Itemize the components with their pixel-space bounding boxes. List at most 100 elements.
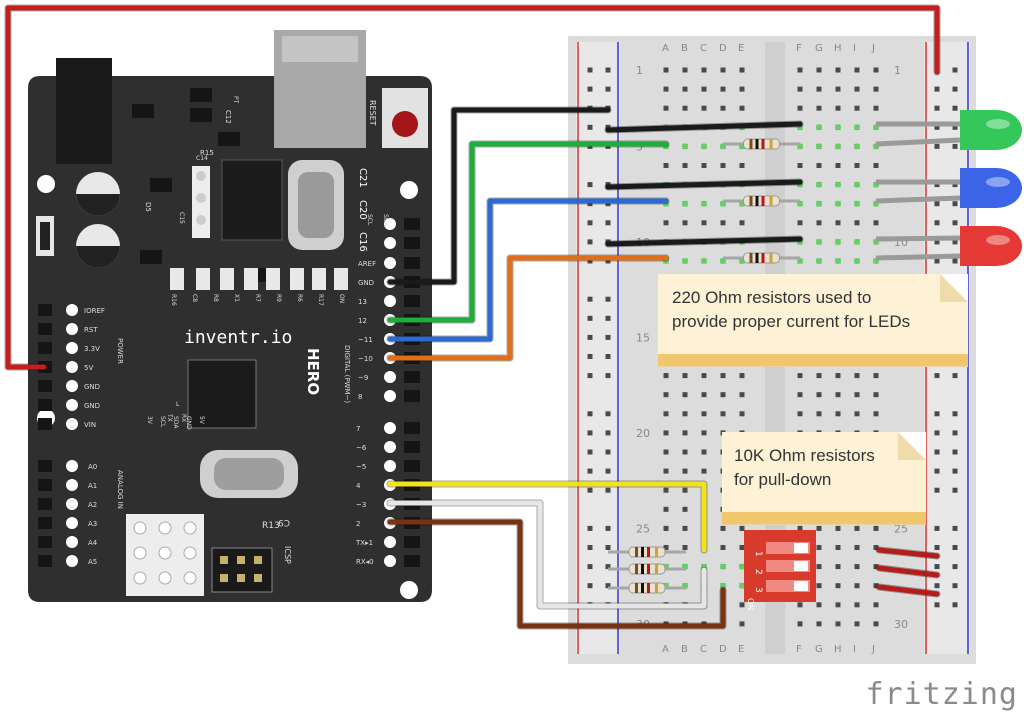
- breadboard-hole: [797, 411, 803, 417]
- breadboard-hole: [835, 564, 841, 570]
- rail-hole: [952, 449, 958, 455]
- breadboard-hole: [797, 602, 803, 608]
- wire-5v-red: [5, 5, 940, 370]
- rail-hole: [952, 373, 958, 379]
- dip-switch-on-label: ON: [746, 598, 755, 610]
- breadboard-hole: [663, 392, 669, 398]
- breadboard-hole: [835, 602, 841, 608]
- capacitor-2-mark: [76, 246, 120, 268]
- analog-header-label: ANALOG IN: [116, 470, 124, 509]
- component-label: ON: [338, 294, 345, 303]
- rail-hole: [934, 449, 940, 455]
- breadboard-hole: [739, 67, 745, 73]
- rail-hole: [934, 239, 940, 245]
- rail-hole: [934, 258, 940, 264]
- header-pad: [158, 571, 172, 585]
- rail-hole: [934, 468, 940, 474]
- breadboard-hole: [682, 67, 688, 73]
- rail-hole: [934, 525, 940, 531]
- dip-switch-label: 2: [753, 569, 763, 575]
- rail-hole: [587, 220, 593, 226]
- digital-pin-label: TX▸1: [355, 539, 373, 547]
- bottom-ref-label: 3V: [146, 416, 153, 425]
- breadboard-hole: [816, 411, 822, 417]
- header-pad: [158, 521, 172, 535]
- breadboard-hole: [854, 602, 860, 608]
- digital-pin-label: 2: [356, 520, 360, 528]
- component-label: C14: [196, 155, 208, 162]
- power-pin-label: GND: [84, 383, 100, 391]
- breadboard-hole: [873, 373, 879, 379]
- wire-pin2-white: [387, 500, 707, 609]
- row-number-right: 25: [894, 522, 908, 535]
- header-pad: [183, 521, 197, 535]
- left-power-rail: [576, 42, 620, 654]
- breadboard-hole: [854, 411, 860, 417]
- breadboard-hole: [797, 621, 803, 627]
- rail-hole: [605, 487, 611, 493]
- rail-hole: [605, 354, 611, 359]
- column-label-top: E: [738, 43, 744, 54]
- resistor-10k-1-band: [635, 547, 638, 557]
- mount-hole-1: [37, 175, 55, 193]
- component-label: C15: [178, 212, 185, 224]
- icsp-header: [211, 547, 273, 593]
- fritzing-watermark: fritzing: [865, 677, 1018, 712]
- brand-label: inventr.io: [184, 327, 292, 348]
- smd-resistor: [266, 268, 280, 290]
- dip-switch-toggle: [794, 543, 808, 553]
- analog-pin-socket: [38, 555, 52, 567]
- rail-hole: [605, 86, 611, 92]
- breadboard-hole: [797, 163, 803, 168]
- breadboard-hole: [701, 105, 707, 111]
- smd-part: [218, 132, 240, 146]
- rail-hole: [587, 239, 593, 245]
- rail-hole: [934, 564, 940, 570]
- digital-pin-label: ~10: [358, 355, 373, 363]
- resistor-10k-1-band: [647, 547, 650, 557]
- digital-pin-label: ~3: [356, 501, 366, 509]
- header-pad: [133, 546, 147, 560]
- rail-hole: [605, 334, 611, 340]
- analog-pin-socket: [38, 498, 52, 510]
- digital-pin-pad: [384, 422, 396, 434]
- smd-part: [190, 108, 212, 122]
- active-hole: [816, 181, 822, 188]
- active-hole: [835, 200, 841, 207]
- breadboard-hole: [720, 220, 726, 226]
- component-label: RX: [180, 414, 187, 422]
- column-label-top: J: [871, 43, 875, 54]
- smd-resistor: [170, 268, 184, 290]
- wire-pin4-brown: [387, 519, 726, 629]
- digital-pin-pad: [384, 555, 396, 567]
- resistor-220-2-band: [761, 196, 765, 206]
- breadboard-hole: [739, 373, 745, 379]
- breadboard-hole: [873, 163, 879, 168]
- wire-gnd-black: [387, 107, 611, 285]
- rail-hole: [952, 86, 958, 92]
- breadboard-hole: [816, 220, 822, 226]
- arduino-board: RESET HERO inventr.io IOREFRST3.3V5VGNDG…: [28, 30, 432, 602]
- breadboard-hole: [873, 220, 879, 226]
- resistor-220-3-band: [769, 253, 773, 263]
- breadboard-hole: [854, 67, 860, 73]
- rail-hole: [605, 124, 611, 130]
- breadboard-hole: [701, 449, 707, 455]
- breadboard-hole: [739, 105, 745, 111]
- rail-hole: [952, 411, 958, 417]
- led-blue-dome: [970, 168, 1022, 208]
- note-220-ohm: 220 Ohm resistors used to provide proper…: [658, 274, 968, 366]
- digital-pin-label: GND: [358, 279, 374, 287]
- breadboard-hole: [873, 67, 879, 73]
- arduino-labels: IOREFRST3.3V5VGNDGNDVINA0A1A2A3A4A5AREFG…: [84, 96, 389, 566]
- row-number-right: 30: [894, 618, 908, 631]
- active-hole: [854, 200, 860, 207]
- rail-hole: [934, 583, 940, 589]
- breadboard-hole: [873, 583, 879, 589]
- resistor-220-3-band: [749, 253, 753, 263]
- power-pin-pad: [66, 399, 78, 411]
- rail-hole: [934, 220, 940, 226]
- column-label-top: A: [662, 43, 669, 54]
- breadboard-hole: [816, 602, 822, 608]
